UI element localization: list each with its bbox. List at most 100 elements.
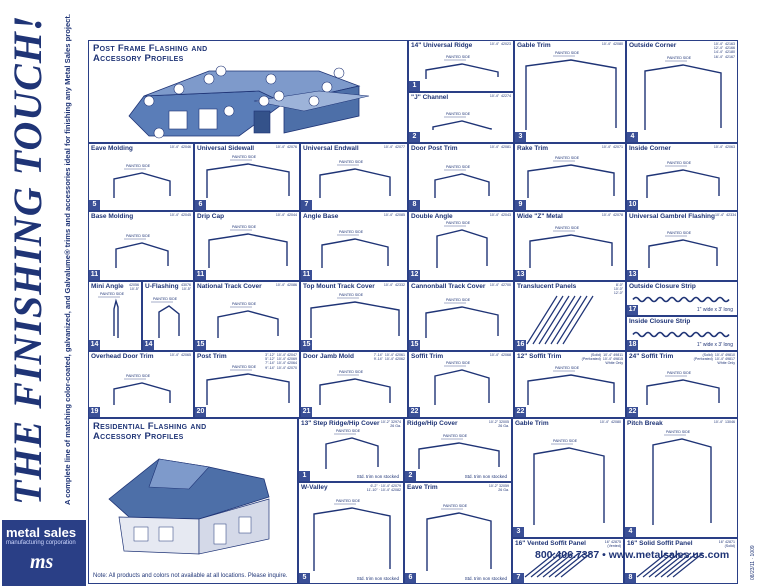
callout-number: 14 <box>143 340 154 350</box>
profile-cell-c15a: PAINTED SIDE National Track Cover 10'-4"… <box>194 281 300 351</box>
cell-header: Drip Cap 10'-4" 42044 <box>195 212 299 224</box>
profile-cell-c4: PAINTED SIDE Outside Corner 10'-4" 42163… <box>626 40 738 143</box>
profile-name: Overhead Door Trim <box>91 353 154 360</box>
cell-header: Universal Sidewall 10'-4" 42076 <box>195 144 299 156</box>
profile-drawing: PAINTED SIDE <box>113 374 171 405</box>
house-illustration <box>108 458 270 555</box>
cell-header: 16" Solid Soffit Panel 16" 42871 (Solid) <box>625 539 737 551</box>
profile-cell-c15b: PAINTED SIDE Top Mount Track Cover 10'-4… <box>300 281 408 351</box>
profile-name: "J" Channel <box>411 94 449 101</box>
profile-drawing <box>526 295 594 345</box>
profile-cell-c5: PAINTED SIDE Eave Molding 10'-4" 42046 5 <box>88 143 194 211</box>
profile-name: Translucent Panels <box>517 283 577 290</box>
cell-header: Door Jamb Mold 7'-14" 10'-4" 42061 9'-14… <box>301 352 407 364</box>
cell-header: Angle Base 10'-4" 42085 <box>301 212 407 224</box>
profile-code: 8'-0" 10'-0" 12'-0" <box>613 283 623 296</box>
profile-cell-c20: PAINTED SIDE Post Trim 3"-12" 10'-4" 420… <box>194 351 300 418</box>
svg-text:PAINTED SIDE: PAINTED SIDE <box>232 365 257 369</box>
callout-number: 2 <box>409 132 420 142</box>
profile-drawing: PAINTED SIDE <box>527 366 615 405</box>
profile-cell-c13a: PAINTED SIDE Wide "Z" Metal 10'-4" 42078… <box>514 211 626 281</box>
svg-text:PAINTED SIDE: PAINTED SIDE <box>336 499 361 503</box>
svg-text:PAINTED SIDE: PAINTED SIDE <box>446 298 471 302</box>
svg-text:PAINTED SIDE: PAINTED SIDE <box>667 56 692 60</box>
profile-drawing: PAINTED SIDE <box>525 51 617 130</box>
profile-code: 6'-2" · 10'-4" 42079 11'-10" · 10'-4" 42… <box>366 484 401 493</box>
profile-cell-c15c: PAINTED SIDE Cannonball Track Cover 10'-… <box>408 281 514 351</box>
profile-cell-r3: PAINTED SIDE Gable Trim 10'-4" 42080 3 <box>512 418 624 538</box>
profile-name: Gable Trim <box>517 42 551 49</box>
profile-cell-c8: PAINTED SIDE Door Post Trim 10'-4" 42081… <box>408 143 514 211</box>
profile-code: 10'-4" 13046 <box>713 420 735 424</box>
cell-header: Universal Endwall 10'-4" 42077 <box>301 144 407 156</box>
profile-code: 43076 10'-5" <box>181 283 191 292</box>
profile-code: 3"-12" 10'-4" 42047 5"-12" 10'-4" 42069 … <box>265 353 297 370</box>
profile-name: Double Angle <box>411 213 453 220</box>
profile-cell-c12: PAINTED SIDE Double Angle 10'-4" 42043 1… <box>408 211 514 281</box>
svg-text:PAINTED SIDE: PAINTED SIDE <box>339 293 364 297</box>
profile-name: Inside Closure Strip <box>629 318 691 325</box>
profile-cell-c22b: PAINTED SIDE 12" Soffit Trim (Solid) 10'… <box>514 351 626 418</box>
callout-number: 15 <box>409 340 420 350</box>
profile-drawing: PAINTED SIDE <box>313 499 391 571</box>
profile-code: 10'-4" 42085 <box>383 213 405 217</box>
svg-text:PAINTED SIDE: PAINTED SIDE <box>126 164 151 168</box>
callout-number: 13 <box>627 270 638 280</box>
profile-code: 10'-4" 42076 <box>275 145 297 149</box>
cell-header: National Track Cover 10'-4" 42086 <box>195 282 299 294</box>
profile-drawing: PAINTED SIDE <box>310 293 400 338</box>
profile-drawing: PAINTED SIDE <box>425 298 499 338</box>
cell-header: Inside Corner 10'-4" 42063 <box>627 144 737 156</box>
profile-code: 42056 10'-5" <box>129 283 139 292</box>
cell-header: Wide "Z" Metal 10'-4" 42078 <box>515 212 625 224</box>
callout-number: 17 <box>627 305 638 315</box>
callout-number: 22 <box>515 407 526 417</box>
profile-cell-c16: Translucent Panels 8'-0" 10'-0" 12'-0" 1… <box>514 281 626 351</box>
profile-drawing: PAINTED SIDE <box>418 434 500 469</box>
contact-line[interactable]: 800.406.7387 • www.metalsales.us.com <box>535 549 730 561</box>
profile-cell-c1: PAINTED SIDE 14" Universal Ridge 10'-4" … <box>408 40 514 92</box>
callout-number: 22 <box>409 407 420 417</box>
profile-size: 1" wide x 3' long <box>696 342 733 348</box>
logo-tagline: manufacturing corporation <box>6 540 76 546</box>
svg-text:PAINTED SIDE: PAINTED SIDE <box>446 112 471 116</box>
profile-name: 16" Vented Soffit Panel <box>515 540 586 547</box>
profile-name: Ridge/Hip Cover <box>407 420 458 427</box>
profile-cell-c2: PAINTED SIDE "J" Channel 10'-4" 42274 2 <box>408 92 514 143</box>
svg-text:PAINTED SIDE: PAINTED SIDE <box>666 430 691 434</box>
profile-name: Angle Base <box>303 213 339 220</box>
logo-mark: ms <box>30 551 54 573</box>
svg-text:PAINTED SIDE: PAINTED SIDE <box>153 297 178 301</box>
profile-code: 10'-2" 32005 26 Ga. <box>488 420 509 429</box>
profile-drawing: PAINTED SIDE <box>321 230 389 268</box>
profile-cell-c14a: PAINTED SIDE Mini Angle 42056 10'-5" 14 <box>88 281 142 351</box>
profile-cell-r7: 16" Vented Soffit Panel 16" 42875 (Vente… <box>512 538 624 584</box>
callout-number: 9 <box>515 200 526 210</box>
profile-drawing: PAINTED SIDE <box>206 365 290 405</box>
profile-cell-c11c: PAINTED SIDE Angle Base 10'-4" 42085 11 <box>300 211 408 281</box>
profile-drawing <box>524 552 592 578</box>
logo <box>2 520 86 586</box>
profile-code: 10'-4" 42080 <box>601 42 623 46</box>
profile-cell-r5: PAINTED SIDE W-Valley 6'-2" · 10'-4" 420… <box>298 482 404 584</box>
profile-drawing: PAINTED SIDE <box>426 504 492 571</box>
profile-drawing: PAINTED SIDE <box>319 370 391 405</box>
callout-number: 11 <box>195 270 206 280</box>
profile-code: 7'-14" 10'-4" 42061 9'-14" 10'-4" 42062 <box>373 353 405 362</box>
cell-header: 14" Universal Ridge 10'-4" 42023 <box>409 41 513 53</box>
residential-title: Residential Flashing and Accessory Profi… <box>93 421 207 442</box>
svg-text:PAINTED SIDE: PAINTED SIDE <box>555 366 580 370</box>
profile-cell-c22c: PAINTED SIDE 24" Soffit Trim (Solid) 10'… <box>626 351 738 418</box>
profile-name: Drip Cap <box>197 213 225 220</box>
callout-number: 5 <box>299 573 310 583</box>
profile-cell-r1: PAINTED SIDE 13" Step Ridge/Hip Cover 10… <box>298 418 404 482</box>
profile-drawing: PAINTED SIDE <box>533 439 605 525</box>
profile-name: 24" Soffit Trim <box>629 353 674 360</box>
callout-number: 3 <box>513 527 524 537</box>
profile-name: 12" Soffit Trim <box>517 353 562 360</box>
callout-number: 3 <box>515 132 526 142</box>
profile-drawing: PAINTED SIDE <box>432 112 492 130</box>
cell-header: Inside Closure Strip <box>627 317 737 329</box>
profile-name: Universal Endwall <box>303 145 359 152</box>
